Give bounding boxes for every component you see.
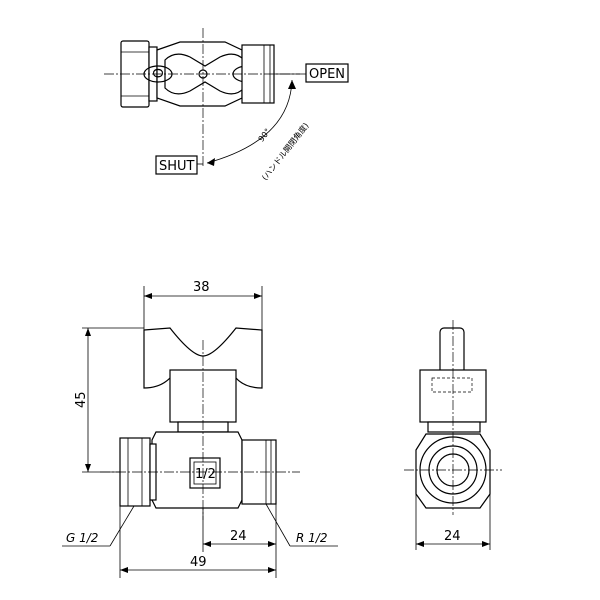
dim-38: 38 bbox=[193, 280, 210, 295]
open-label: OPEN bbox=[309, 67, 345, 82]
angle-value: 90° bbox=[257, 127, 273, 144]
dim-24-inner: 24 bbox=[230, 529, 247, 544]
size-mark: 1/2 bbox=[195, 467, 216, 482]
dim-24-side: 24 bbox=[444, 529, 461, 544]
thread-g: G 1/2 bbox=[66, 531, 98, 545]
side-view: 24 bbox=[404, 320, 502, 550]
handle-mark-o: O bbox=[149, 68, 164, 78]
top-view: O S OPEN SHUT 90° (ハンドル開閉角度) bbox=[104, 28, 349, 182]
thread-r: R 1/2 bbox=[296, 531, 327, 545]
shut-label: SHUT bbox=[159, 159, 195, 174]
front-view: 1/2 38 45 24 49 G 1/2 bbox=[62, 280, 338, 578]
dim-49: 49 bbox=[190, 555, 207, 570]
dim-45: 45 bbox=[74, 391, 89, 408]
